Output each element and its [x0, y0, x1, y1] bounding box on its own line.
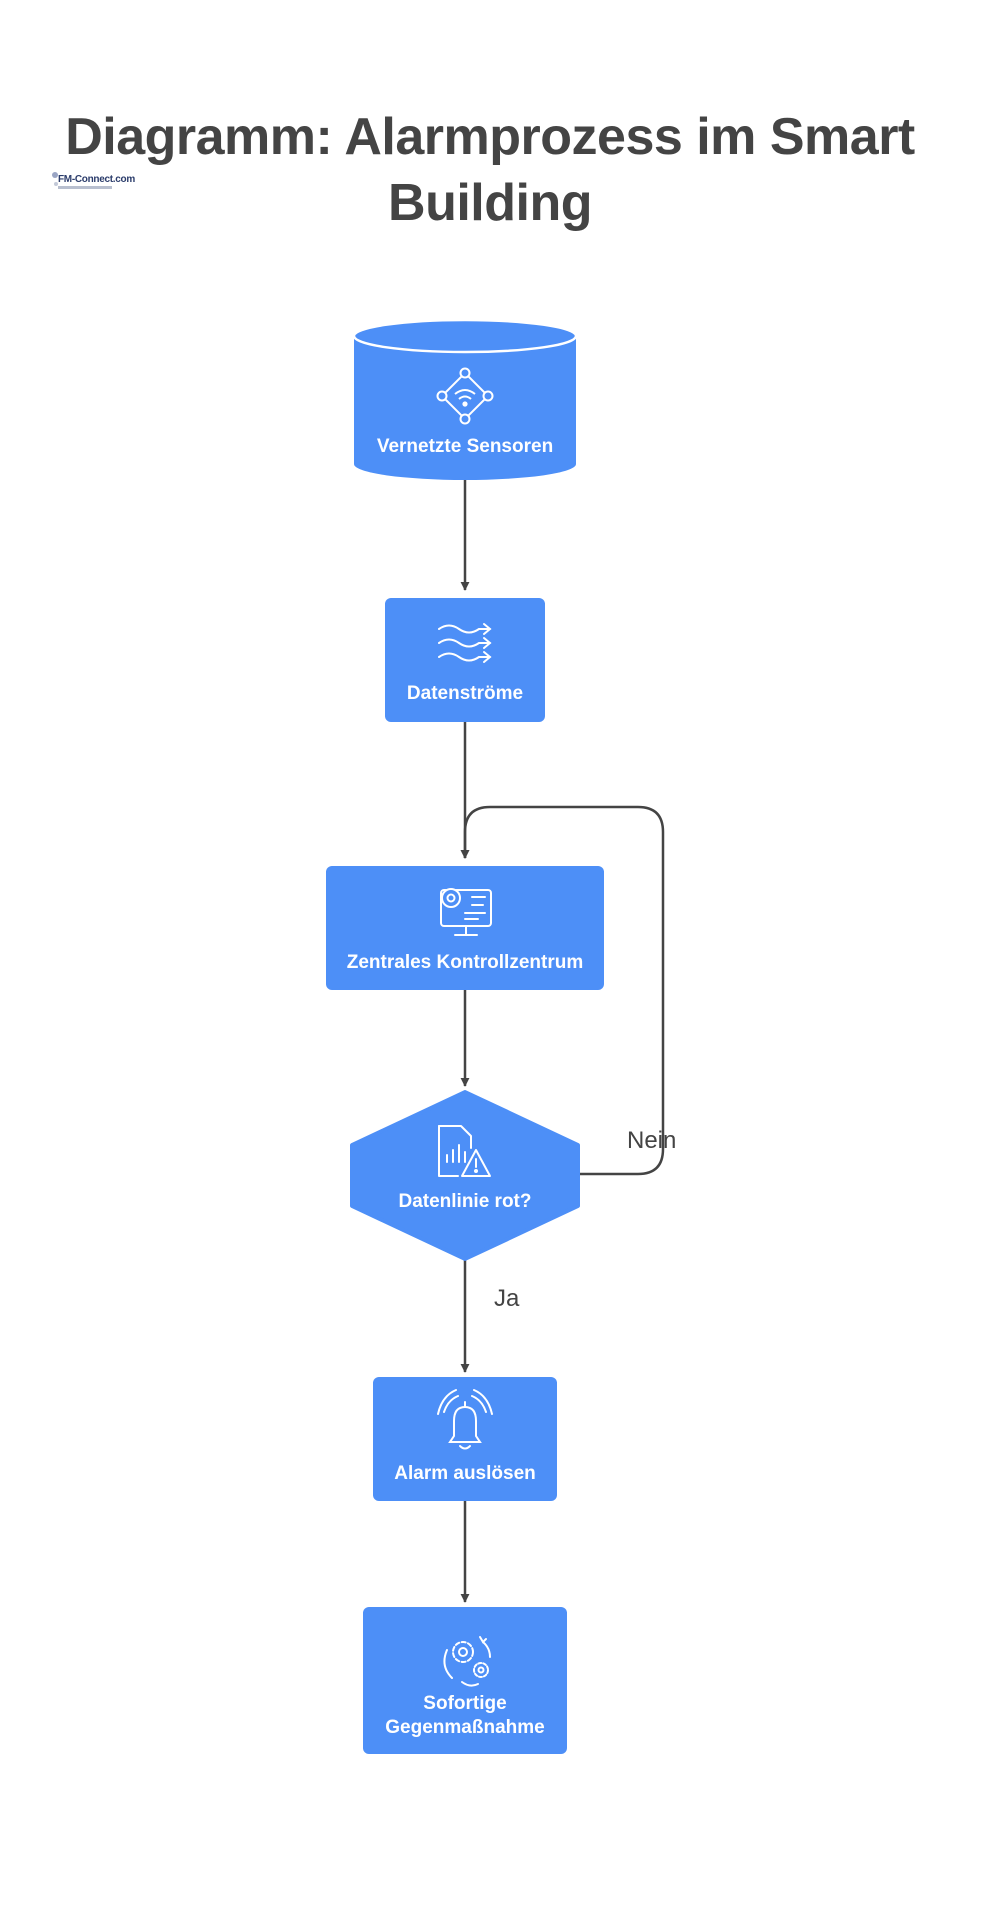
- node-alarm-ausloesen: Alarm auslösen: [373, 1377, 557, 1501]
- logo-text: FM-Connect.com: [58, 174, 135, 185]
- node-box: [363, 1607, 567, 1754]
- chart-warning-icon: [438, 1125, 491, 1177]
- alarm-bell-icon: [437, 1389, 493, 1450]
- title-line-1: Diagramm: Alarmprozess im Smart: [65, 108, 915, 166]
- fm-connect-logo: FM-Connect.com: [52, 170, 135, 198]
- node-sofortige-gegenmassnahme: Sofortige Gegenmaßnahme: [363, 1607, 567, 1754]
- node-label-line-1: Sofortige: [423, 1693, 506, 1714]
- edge-label-nein: Nein: [627, 1127, 676, 1154]
- node-label: Datenlinie rot?: [398, 1191, 531, 1212]
- node-vernetzte-sensoren: Vernetzte Sensoren: [352, 318, 578, 480]
- cylinder-body: [354, 336, 576, 480]
- node-label: Vernetzte Sensoren: [377, 436, 553, 457]
- node-label: Datenströme: [407, 683, 523, 704]
- edge-decision-no-loop: [460, 805, 665, 1176]
- logo-tagline-bar: [58, 186, 112, 189]
- logo-dot: [52, 172, 58, 178]
- node-label: Alarm auslösen: [394, 1463, 536, 1484]
- node-zentrales-kontrollzentrum: Zentrales Kontrollzentrum: [326, 866, 604, 990]
- cylinder-top: [352, 318, 578, 354]
- node-datenlinie-rot-decision: Datenlinie rot?: [350, 1090, 580, 1261]
- node-box: [373, 1377, 557, 1501]
- monitor-gear-icon: [440, 888, 492, 936]
- data-stream-waves-icon: [438, 623, 492, 663]
- edges: [460, 480, 665, 1603]
- edge-label-ja: Ja: [494, 1285, 520, 1312]
- node-datenstroeme: Datenströme: [385, 598, 545, 722]
- network-sensor-icon: [436, 367, 494, 425]
- node-label: Zentrales Kontrollzentrum: [347, 952, 583, 973]
- node-label-line-2: Gegenmaßnahme: [385, 1717, 544, 1738]
- gears-cycle-icon: [443, 1636, 491, 1687]
- logo-dot: [54, 182, 58, 186]
- title-line-2: Building: [388, 174, 592, 232]
- diagram-title: Diagramm: Alarmprozess im Smart Building: [40, 104, 940, 236]
